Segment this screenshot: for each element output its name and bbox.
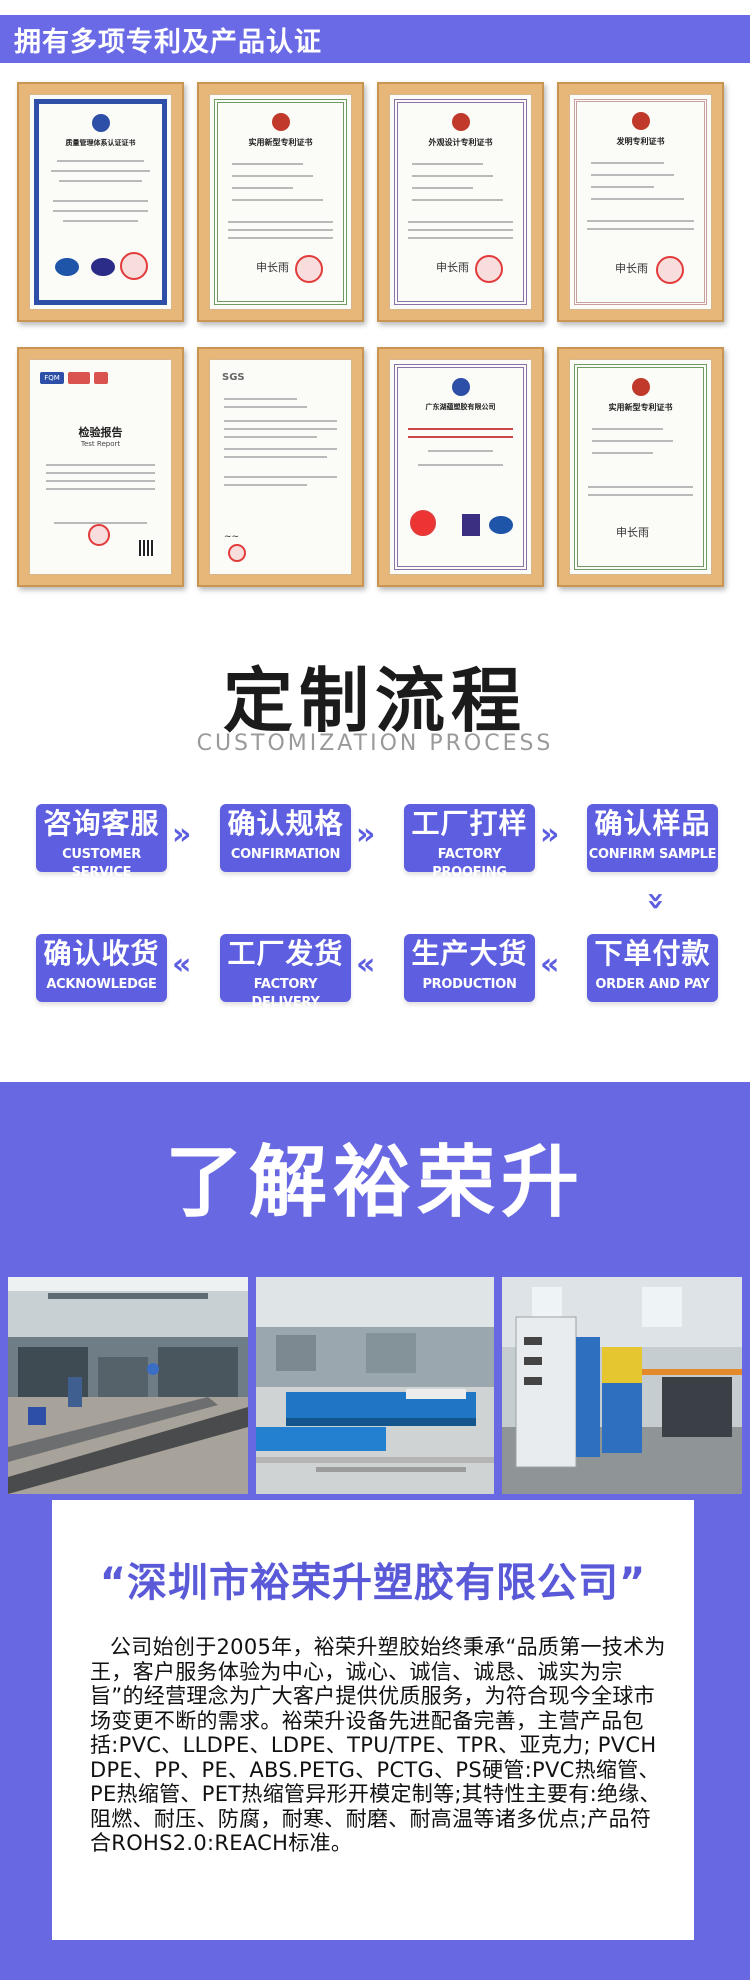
extrusion-line-photo bbox=[256, 1277, 494, 1494]
certificate-emblem-icon bbox=[271, 113, 290, 131]
red-seal-icon bbox=[228, 544, 246, 562]
certificate-document: 广东湖蕴塑胶有限公司 bbox=[394, 364, 527, 570]
certificate-frame-design-patent: 外观设计专利证书 申长雨 bbox=[377, 82, 544, 322]
certificate-title: 质量管理体系认证证书 bbox=[65, 139, 136, 147]
signature-icon: ~~ bbox=[224, 532, 240, 542]
iaf-logo-icon bbox=[489, 516, 513, 534]
certificate-frame-sgs-report: SGS ~~ bbox=[197, 347, 364, 587]
certificate-emblem-icon bbox=[451, 113, 470, 131]
cnas-logo-icon bbox=[91, 258, 115, 276]
badge-icon bbox=[462, 514, 480, 536]
arrow-left-icon: « bbox=[540, 947, 560, 982]
arrow-down-icon: » bbox=[638, 891, 674, 911]
arrow-right-icon: » bbox=[172, 817, 192, 852]
red-seal-icon bbox=[410, 510, 436, 536]
certificate-title: 广东湖蕴塑胶有限公司 bbox=[425, 403, 496, 411]
certificate-document: 质量管理体系认证证书 bbox=[34, 99, 167, 305]
company-description: 公司始创于2005年，裕荣升塑胶始终秉承“品质第一技术为王，客户服务体验为中心，… bbox=[90, 1635, 666, 1855]
iaf-logo-icon bbox=[55, 258, 79, 276]
certificate-frame-utility-patent-2: 实用新型专利证书 申长雨 bbox=[557, 347, 724, 587]
arrow-left-icon: « bbox=[172, 947, 192, 982]
red-seal-icon bbox=[656, 256, 684, 284]
certificate-title: 检验报告 bbox=[78, 426, 123, 439]
arrow-right-icon: » bbox=[356, 817, 376, 852]
certificates-header-title: 拥有多项专利及产品认证 bbox=[14, 26, 322, 58]
certificate-emblem-icon bbox=[631, 378, 650, 396]
qr-code-icon bbox=[139, 540, 155, 556]
signature-icon: 申长雨 bbox=[615, 262, 648, 275]
certificate-frame-utility-patent-1: 实用新型专利证书 申长雨 bbox=[197, 82, 364, 322]
certificate-title: 实用新型专利证书 bbox=[248, 138, 313, 147]
signature-icon: 申长雨 bbox=[616, 526, 649, 539]
factory-workshop-photo bbox=[8, 1277, 248, 1494]
company-intro-card: “深圳市裕荣升塑胶有限公司” 公司始创于2005年，裕荣升塑胶始终秉承“品质第一… bbox=[52, 1500, 694, 1940]
certificate-emblem-icon bbox=[631, 112, 650, 130]
certificate-title: 发明专利证书 bbox=[616, 137, 665, 146]
signature-icon: 申长雨 bbox=[256, 261, 289, 274]
red-seal-icon bbox=[475, 255, 503, 283]
certificate-title: 外观设计专利证书 bbox=[428, 138, 493, 147]
certificate-document: 实用新型专利证书 申长雨 bbox=[214, 99, 347, 305]
certificate-emblem-icon bbox=[451, 378, 470, 396]
about-title: 了解裕荣升 bbox=[164, 1138, 585, 1228]
testing-logos-icon: FQM bbox=[40, 372, 108, 384]
signature-icon: 申长雨 bbox=[436, 261, 469, 274]
certificate-document: 实用新型专利证书 申长雨 bbox=[574, 364, 707, 570]
process-subtitle: CUSTOMIZATION PROCESS bbox=[196, 731, 554, 756]
red-seal-icon bbox=[120, 252, 148, 280]
certificate-subtitle: Test Report bbox=[80, 440, 121, 448]
certificate-title: 实用新型专利证书 bbox=[608, 403, 673, 412]
certificate-document: 外观设计专利证书 申长雨 bbox=[394, 99, 527, 305]
arrow-right-icon: » bbox=[540, 817, 560, 852]
process-title: 定制流程 bbox=[223, 660, 527, 742]
certificate-document: SGS ~~ bbox=[214, 364, 347, 570]
certificate-document: FQM 检验报告 Test Report bbox=[34, 364, 167, 570]
certificate-document: 发明专利证书 申长雨 bbox=[574, 99, 707, 305]
certificate-frame-iso: 广东湖蕴塑胶有限公司 bbox=[377, 347, 544, 587]
certificate-frame-test-report: FQM 检验报告 Test Report bbox=[17, 347, 184, 587]
certificate-frame-quality: 质量管理体系认证证书 bbox=[17, 82, 184, 322]
certificate-emblem-icon bbox=[91, 114, 110, 132]
extruder-machine-photo bbox=[502, 1277, 742, 1494]
red-seal-icon bbox=[295, 255, 323, 283]
certificates-header-bar: 拥有多项专利及产品认证 bbox=[0, 15, 750, 63]
sgs-logo-icon: SGS bbox=[222, 372, 245, 383]
arrow-left-icon: « bbox=[356, 947, 376, 982]
red-seal-icon bbox=[88, 524, 110, 546]
company-name: “深圳市裕荣升塑胶有限公司” bbox=[99, 1560, 647, 1606]
certificate-frame-invention-patent: 发明专利证书 申长雨 bbox=[557, 82, 724, 322]
